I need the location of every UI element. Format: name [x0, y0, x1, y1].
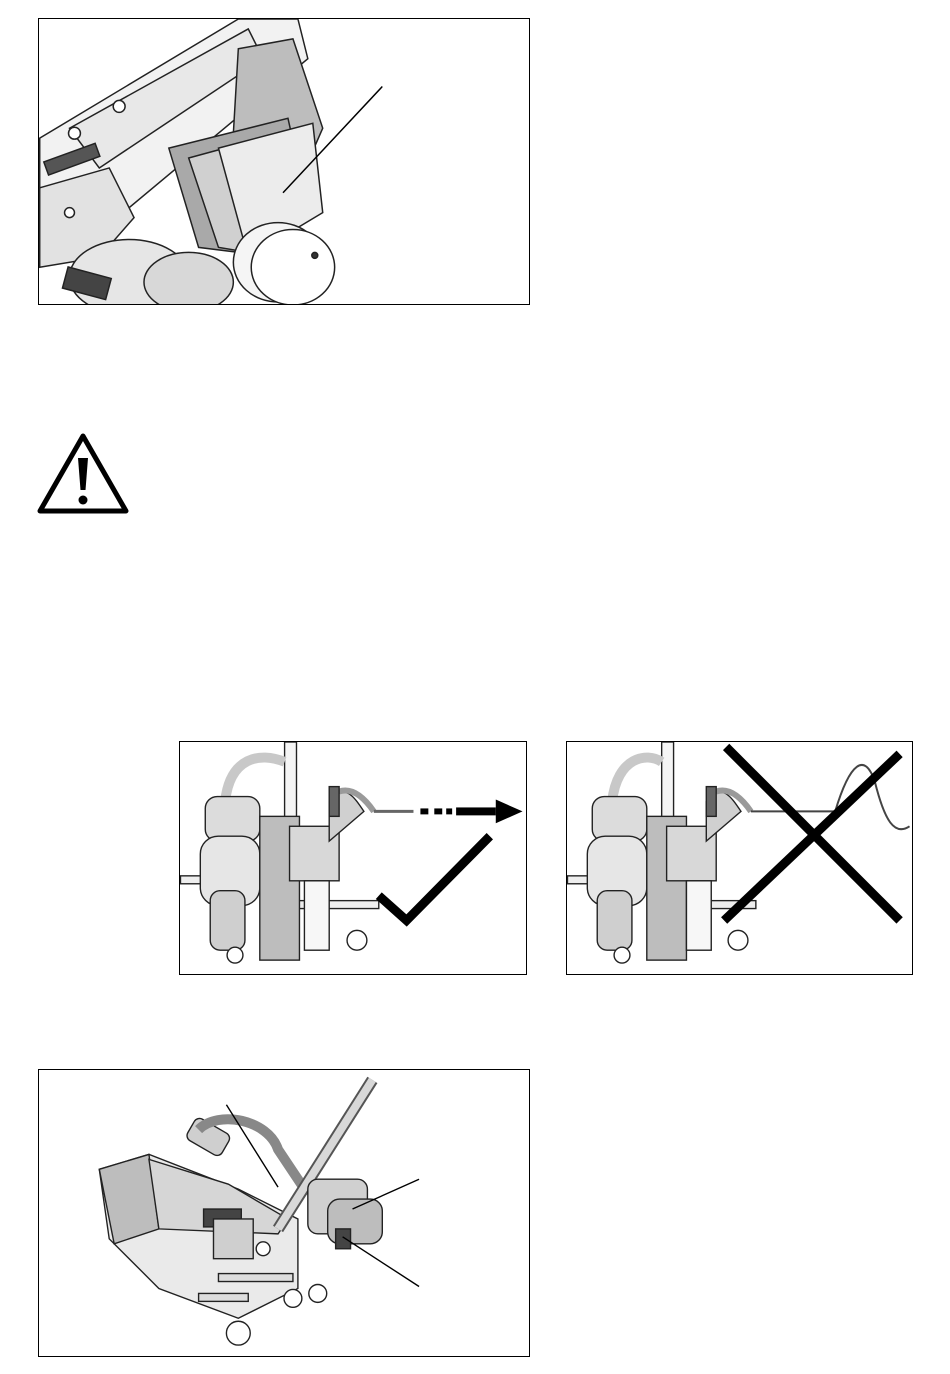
cross-mark-icon [724, 747, 899, 921]
machine-overview-illustration [39, 1070, 529, 1356]
callout-line-1 [226, 1105, 278, 1187]
warning-triangle-icon [36, 432, 130, 516]
cable-incorrect-figure [566, 741, 913, 975]
callout-line-3 [343, 1237, 419, 1287]
cable-correct-figure [179, 741, 527, 975]
top-figure [38, 18, 530, 305]
check-mark-icon [379, 836, 490, 920]
cable-incorrect-illustration [567, 742, 912, 974]
cable-correct-illustration [180, 742, 526, 974]
bottom-figure [38, 1069, 530, 1357]
machine-closeup-illustration [39, 19, 529, 304]
pull-arrow [420, 800, 522, 824]
